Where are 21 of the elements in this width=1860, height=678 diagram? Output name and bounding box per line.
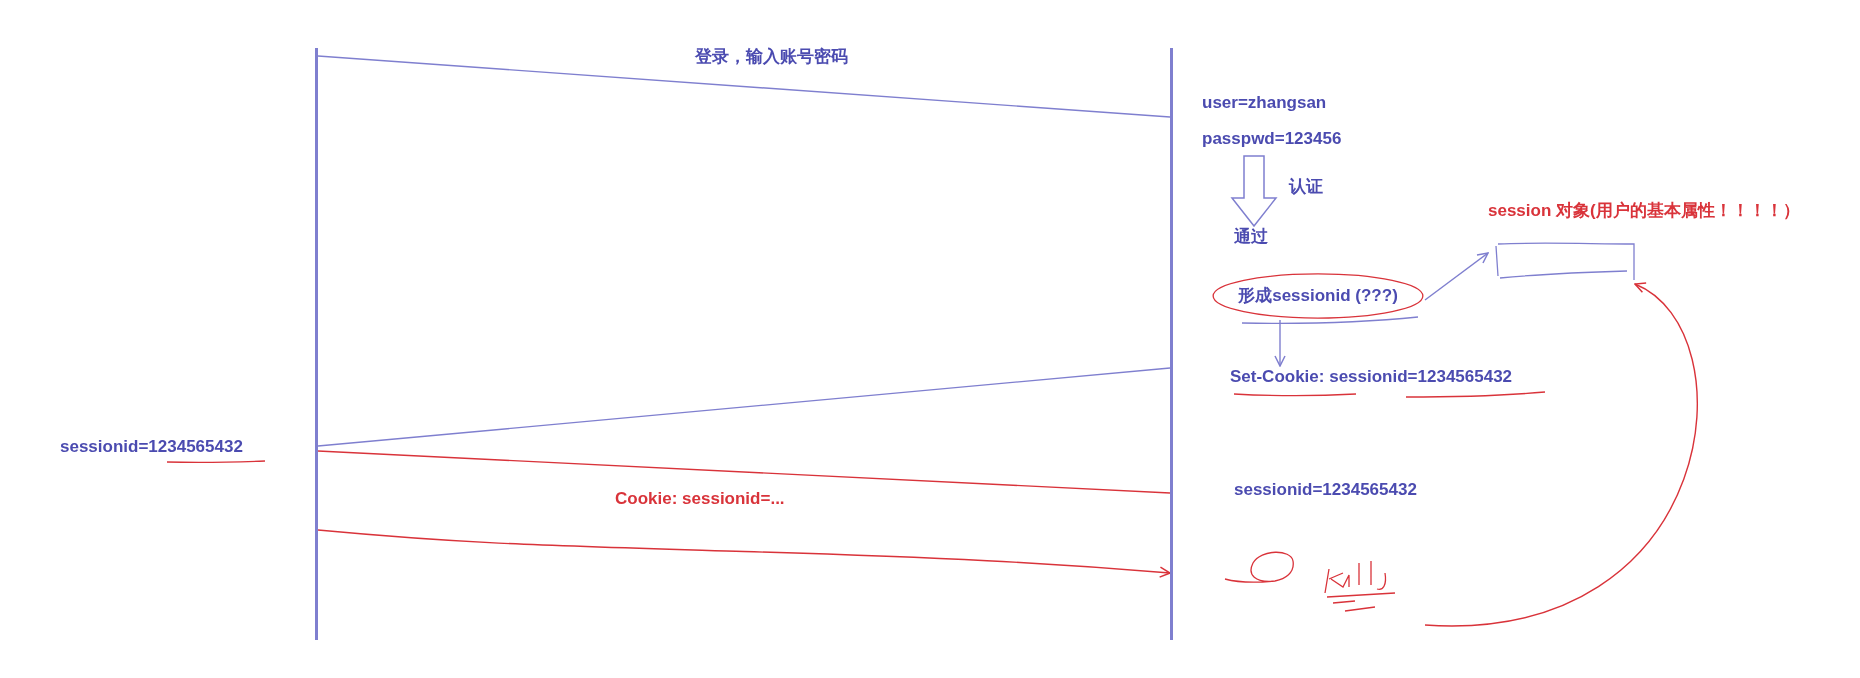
node-text: Set-Cookie: sessionid=1234565432 xyxy=(1230,366,1513,388)
arrow xyxy=(1424,252,1489,301)
connector-line xyxy=(317,367,1171,447)
edge-label: 登录，输入账号密码 xyxy=(692,46,851,68)
node-text: user=zhangsan xyxy=(1202,92,1327,114)
edge-label: 认证 xyxy=(1286,176,1326,198)
connector-line xyxy=(317,450,1171,494)
value-label: sessionid=1234565432 xyxy=(1234,479,1417,501)
ellipse-node xyxy=(1211,272,1425,320)
node-text: passpwd=123456 xyxy=(1202,128,1342,150)
arrow xyxy=(1274,319,1286,367)
node-text: 形成sessionid (???) xyxy=(1238,285,1398,307)
heading-text: session 对象(用户的基本属性！！！！） xyxy=(1488,200,1800,222)
lifeline xyxy=(315,48,318,640)
arrow xyxy=(317,529,1171,578)
lifeline xyxy=(1170,48,1173,640)
connector-line xyxy=(317,55,1171,118)
hollow-block-arrow xyxy=(1230,155,1278,228)
value-label: sessionid=1234565432 xyxy=(60,436,243,458)
node-text: 通过 xyxy=(1234,226,1268,248)
arrow xyxy=(1424,283,1698,626)
